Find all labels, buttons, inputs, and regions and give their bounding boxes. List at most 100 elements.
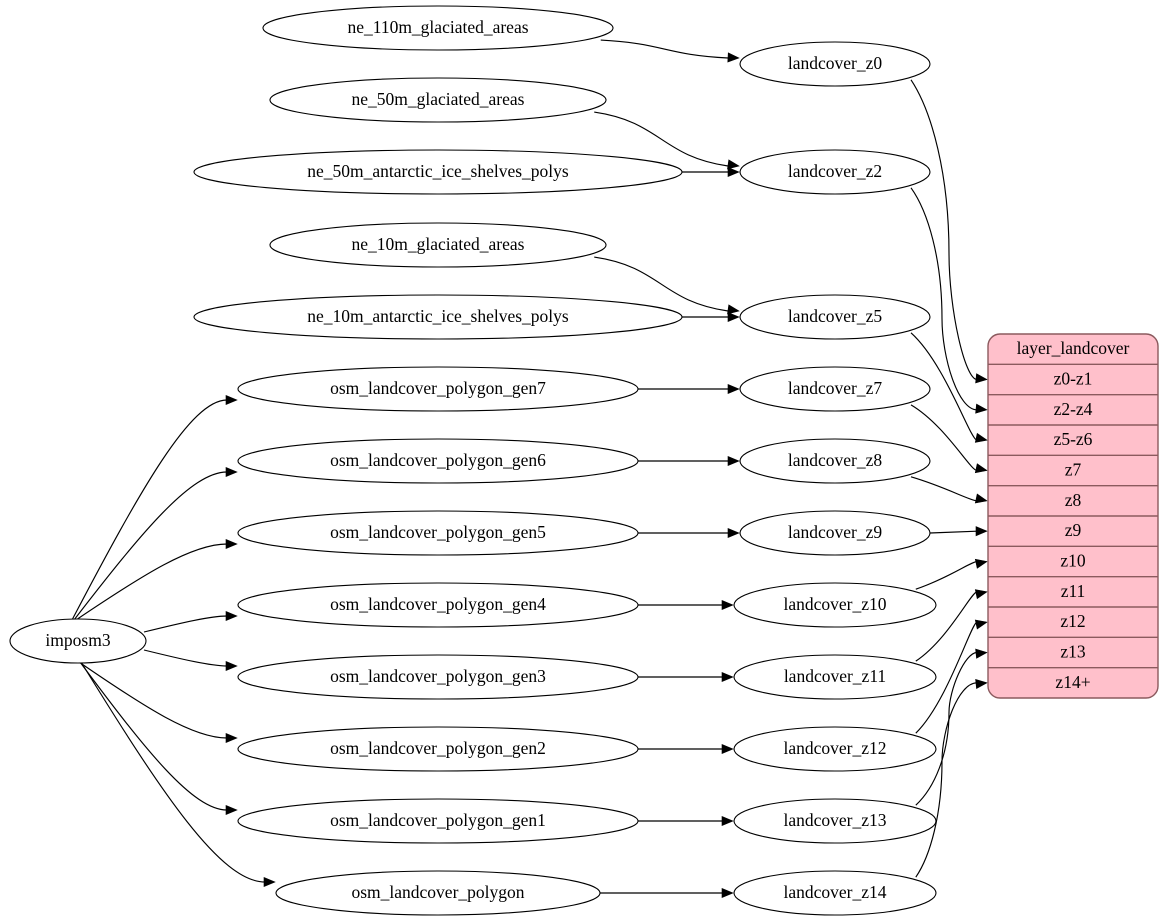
node-landcover_z2[interactable]: landcover_z2 <box>739 149 931 195</box>
node-label: osm_landcover_polygon_gen5 <box>330 522 546 542</box>
arrow-head-icon <box>225 394 238 406</box>
arrow-head-icon <box>263 876 276 888</box>
node-landcover_z14[interactable]: landcover_z14 <box>733 870 937 916</box>
node-label: landcover_z9 <box>788 522 883 542</box>
arrow-head-icon <box>727 159 740 170</box>
node-label: landcover_z0 <box>788 53 883 73</box>
node-landcover_z10[interactable]: landcover_z10 <box>733 582 937 628</box>
arrow-head-icon <box>721 887 734 899</box>
node-osm_landcover_polygon_gen2[interactable]: osm_landcover_polygon_gen2 <box>237 726 639 772</box>
node-osm_landcover_polygon_gen3[interactable]: osm_landcover_polygon_gen3 <box>237 654 639 700</box>
edge-line <box>929 530 978 534</box>
node-label: landcover_z7 <box>788 378 883 398</box>
edge-landcover_z13-to-table-row-9 <box>915 648 988 806</box>
node-label: landcover_z14 <box>783 882 886 902</box>
edge-line <box>915 560 978 590</box>
arrow-head-icon <box>974 432 988 443</box>
node-landcover_z7[interactable]: landcover_z7 <box>739 366 931 412</box>
node-label: landcover_z12 <box>783 738 886 758</box>
node-ne_10m_glaciated_areas[interactable]: ne_10m_glaciated_areas <box>269 222 607 268</box>
edge-ne110m-to-z0 <box>600 39 740 63</box>
edge-imposm3-to-osm_landcover_polygon_gen7 <box>71 394 238 621</box>
node-landcover_z11[interactable]: landcover_z11 <box>733 654 937 700</box>
edge-line <box>75 543 228 621</box>
edge-osm_landcover_polygon_gen6-to-landcover_z8 <box>638 455 740 467</box>
arrow-head-icon <box>727 455 740 467</box>
arrow-head-icon <box>974 493 988 504</box>
table-row-z9[interactable]: z9 <box>988 516 1158 546</box>
node-landcover_z0[interactable]: landcover_z0 <box>739 41 931 87</box>
edge-ne10m-ice-to-z5 <box>682 311 740 323</box>
arrow-head-icon <box>727 383 740 395</box>
table-row-z14+[interactable]: z14+ <box>988 668 1158 698</box>
node-label: osm_landcover_polygon_gen4 <box>330 594 546 614</box>
node-landcover_z8[interactable]: landcover_z8 <box>739 438 931 484</box>
node-osm_landcover_polygon[interactable]: osm_landcover_polygon <box>275 870 601 916</box>
edge-ne10m-glac-to-z5 <box>594 256 740 315</box>
table-row-z10[interactable]: z10 <box>988 546 1158 576</box>
node-label: landcover_z5 <box>788 306 883 326</box>
edge-imposm3-to-osm_landcover_polygon_gen1 <box>79 661 238 816</box>
node-label: osm_landcover_polygon_gen6 <box>330 450 546 470</box>
arrow-head-icon <box>975 648 988 659</box>
arrow-head-icon <box>727 311 740 323</box>
node-landcover_z13[interactable]: landcover_z13 <box>733 798 937 844</box>
node-osm_landcover_polygon_gen6[interactable]: osm_landcover_polygon_gen6 <box>237 438 639 484</box>
node-osm_landcover_polygon_gen7[interactable]: osm_landcover_polygon_gen7 <box>237 366 639 412</box>
node-landcover_z12[interactable]: landcover_z12 <box>733 726 937 772</box>
arrow-head-icon <box>975 373 988 384</box>
arrow-head-icon <box>225 732 238 744</box>
node-label: landcover_z11 <box>784 666 886 686</box>
edge-landcover_z14-to-table-row-10 <box>915 678 988 878</box>
edge-line <box>79 661 228 811</box>
table-row-z0-z1[interactable]: z0-z1 <box>988 364 1158 394</box>
node-osm_landcover_polygon_gen4[interactable]: osm_landcover_polygon_gen4 <box>237 582 639 628</box>
table-row-label: z5-z6 <box>1054 429 1093 449</box>
node-shape <box>237 654 639 700</box>
node-ne_110m_glaciated_areas[interactable]: ne_110m_glaciated_areas <box>262 5 614 51</box>
node-imposm3[interactable]: imposm3 <box>9 618 147 664</box>
table-row-z12[interactable]: z12 <box>988 607 1158 637</box>
node-ne_10m_antarctic_ice_shelves_polys[interactable]: ne_10m_antarctic_ice_shelves_polys <box>193 294 683 340</box>
edge-line <box>915 651 978 806</box>
node-shape <box>237 510 639 556</box>
layer-landcover-table[interactable]: layer_landcoverz0-z1z2-z4z5-z6z7z8z9z10z… <box>987 333 1159 699</box>
edge-line <box>915 621 978 734</box>
node-ne_50m_glaciated_areas[interactable]: ne_50m_glaciated_areas <box>269 77 607 123</box>
node-shape <box>733 798 937 844</box>
table-header-label: layer_landcover <box>1017 338 1130 358</box>
node-label: landcover_z10 <box>783 594 886 614</box>
node-label: ne_110m_glaciated_areas <box>347 17 528 37</box>
table-row-z5-z6[interactable]: z5-z6 <box>988 425 1158 455</box>
edge-landcover_z10-to-table-row-6 <box>915 558 988 590</box>
edge-osm_landcover_polygon_gen4-to-landcover_z10 <box>638 599 734 611</box>
table-row-z11[interactable]: z11 <box>988 577 1158 607</box>
nodes-layer: ne_110m_glaciated_areas ne_50m_glaciated_… <box>9 5 937 916</box>
table-row-z8[interactable]: z8 <box>988 486 1158 516</box>
node-osm_landcover_polygon_gen1[interactable]: osm_landcover_polygon_gen1 <box>237 798 639 844</box>
arrow-head-icon <box>721 671 734 683</box>
node-landcover_z9[interactable]: landcover_z9 <box>739 510 931 556</box>
arrow-head-icon <box>974 589 988 600</box>
node-label: imposm3 <box>45 630 110 650</box>
node-osm_landcover_polygon_gen5[interactable]: osm_landcover_polygon_gen5 <box>237 510 639 556</box>
edge-line <box>910 404 978 472</box>
node-ne_50m_antarctic_ice_shelves_polys[interactable]: ne_50m_antarctic_ice_shelves_polys <box>193 149 683 195</box>
arrow-head-icon <box>721 599 734 611</box>
node-label: ne_10m_glaciated_areas <box>352 234 525 254</box>
table-row-z13[interactable]: z13 <box>988 637 1158 667</box>
node-shape <box>733 654 937 700</box>
edge-line <box>143 615 228 633</box>
node-landcover_z5[interactable]: landcover_z5 <box>739 294 931 340</box>
table-row-label: z0-z1 <box>1054 369 1093 389</box>
arrow-head-icon <box>225 466 238 478</box>
edge-line <box>910 332 978 441</box>
node-label: ne_50m_glaciated_areas <box>352 89 525 109</box>
edge-osm_landcover_polygon_gen2-to-landcover_z12 <box>638 743 734 755</box>
node-shape <box>193 294 683 340</box>
table-row-z2-z4[interactable]: z2-z4 <box>988 395 1158 425</box>
table-row-label: z13 <box>1060 642 1086 662</box>
node-label: osm_landcover_polygon <box>351 882 524 902</box>
edge-osm_landcover_polygon_gen1-to-landcover_z13 <box>638 815 734 827</box>
table-row-z7[interactable]: z7 <box>988 455 1158 485</box>
